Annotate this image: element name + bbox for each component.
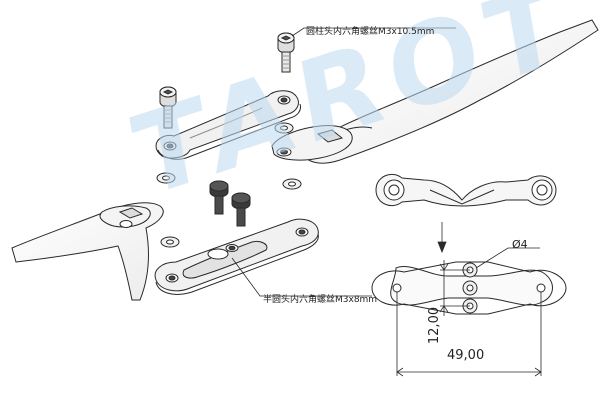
washer xyxy=(160,236,180,248)
top-link-plate xyxy=(155,90,301,160)
cap-screw-top-right xyxy=(277,32,295,73)
button-screw-left xyxy=(209,180,229,215)
end-hole-left xyxy=(392,283,402,293)
bottom-link-plate xyxy=(154,218,319,295)
dimension-lines xyxy=(396,222,542,377)
callout-leaders xyxy=(231,27,456,297)
top-screw-callout-label: 圆柱头内六角螺丝M3x10.5mm xyxy=(306,27,435,37)
overall-width-label: 49,00 xyxy=(447,348,485,363)
link-side-view xyxy=(375,174,557,207)
washers xyxy=(156,122,302,248)
end-hole-right xyxy=(536,283,546,293)
button-screw-right xyxy=(231,192,251,227)
washer xyxy=(274,122,294,134)
upper-blade xyxy=(271,19,599,164)
washer xyxy=(282,178,302,190)
bottom-screw-callout-label: 半圆头内六角螺丝M3x8mm xyxy=(263,295,378,305)
cap-screw-top-left xyxy=(159,86,177,129)
hole-spacing-label: 12,00 xyxy=(427,306,443,345)
link-top-view xyxy=(371,261,567,315)
hole-diameter-label: Ø4 xyxy=(512,238,528,251)
washer xyxy=(156,172,176,184)
lower-blade xyxy=(11,202,164,301)
